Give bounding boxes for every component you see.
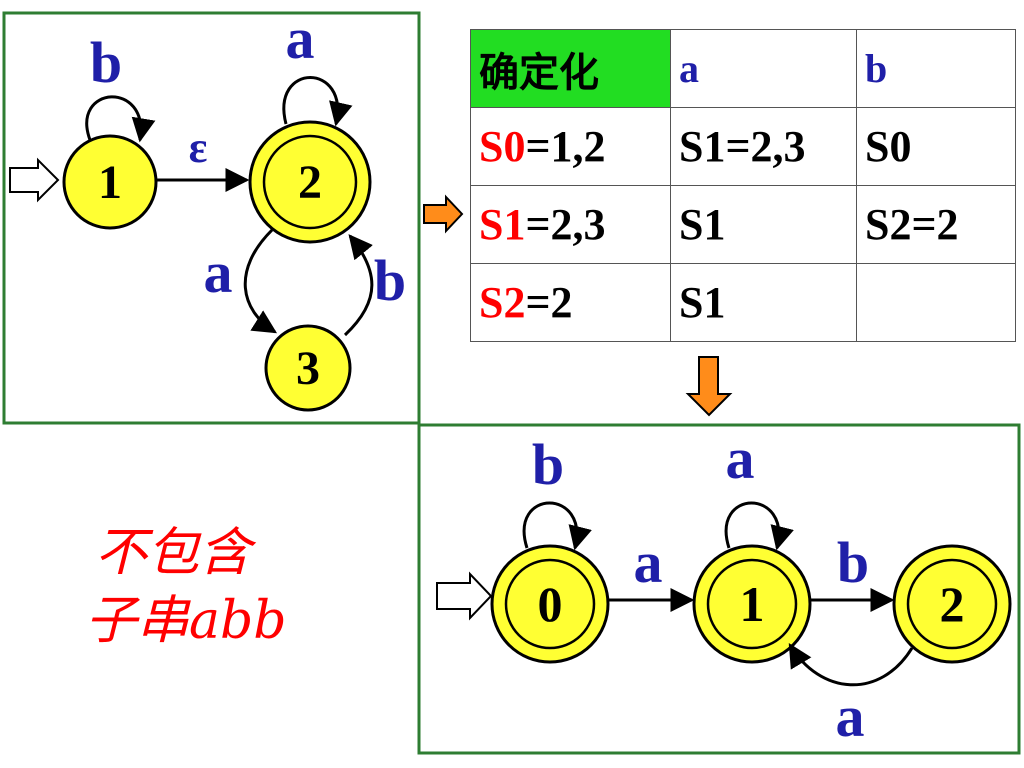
dfa-state-0-label: 0 — [538, 576, 563, 632]
nfa-state-2 — [248, 120, 372, 244]
orange-down-arrow-icon — [685, 356, 733, 417]
nfa-edge-2-to-3-label: a — [204, 240, 233, 305]
nfa-edge-3-to-2 — [343, 234, 374, 337]
dfa-edge-1-to-2-label: b — [837, 530, 869, 595]
table-row: S1=2,3 S1 S2=2 — [470, 185, 1016, 264]
table-row-state: S0=1,2 — [470, 107, 671, 186]
dfa-edge-2-to-1 — [788, 642, 914, 687]
state-set: =2 — [525, 278, 573, 327]
dfa-frame — [417, 423, 1021, 755]
dfa-diagram: 0 1 2 b a a b a — [436, 426, 1012, 749]
nfa-loop-2-edge — [282, 76, 353, 127]
state-name: S2 — [479, 278, 526, 327]
dfa-loop-0-label: b — [532, 432, 564, 497]
dfa-state-0 — [490, 544, 610, 664]
table-header-a: a — [670, 29, 857, 108]
nfa-state-3-label: 3 — [296, 342, 320, 395]
nfa-loop-2-label: a — [286, 6, 315, 71]
subset-construction-table: 确定化 a b S0=1,2 S1=2,3 S0 S1=2,3 S1 S2=2 … — [470, 29, 1016, 342]
table-cell-on-a: S1=2,3 — [670, 107, 857, 186]
nfa-state-1-label: 1 — [98, 156, 122, 209]
dfa-loop-1-label: a — [726, 426, 755, 491]
nfa-state-1 — [62, 134, 158, 230]
dfa-loop-0-edge — [522, 501, 592, 551]
note-line-2: 子串abb — [85, 591, 287, 651]
dfa-state-2-label: 2 — [940, 576, 965, 632]
nfa-state-2-inner-ring — [262, 134, 358, 230]
table-row: S2=2 S1 — [470, 263, 1016, 342]
table-header-row: 确定化 a b — [470, 29, 1016, 108]
dfa-state-1-label: 1 — [740, 576, 765, 632]
table-cell-on-a: S1 — [670, 263, 857, 342]
table-header-corner: 确定化 — [470, 29, 671, 108]
note-line-1: 不包含 — [95, 523, 257, 583]
state-set: =2,3 — [525, 200, 606, 249]
nfa-state-3 — [264, 324, 352, 412]
nfa-edge-3-to-2-label: b — [374, 248, 406, 313]
table-cell-on-b — [856, 263, 1016, 342]
nfa-diagram: 1 2 3 b ε a a b — [9, 6, 406, 412]
table-cell-on-b: S2=2 — [856, 185, 1016, 264]
table-row: S0=1,2 S1=2,3 S0 — [470, 107, 1016, 186]
table-row-state: S2=2 — [470, 263, 671, 342]
nfa-loop-1-label: b — [90, 30, 122, 95]
orange-right-arrow-icon — [423, 194, 464, 234]
table-row-state: S1=2,3 — [470, 185, 671, 264]
dfa-edge-2-to-1-label: a — [836, 684, 865, 749]
nfa-edge-1-to-2-label: ε — [189, 123, 208, 172]
dfa-state-0-inner-ring — [504, 558, 596, 650]
state-set: =1,2 — [525, 122, 606, 171]
dfa-edge-0-to-1-label: a — [634, 530, 663, 595]
nfa-loop-1-edge — [85, 95, 156, 143]
dfa-state-2-inner-ring — [906, 558, 998, 650]
nfa-start-arrow-icon — [9, 157, 60, 203]
table-cell-on-b: S0 — [856, 107, 1016, 186]
table-cell-on-a: S1 — [670, 185, 857, 264]
table-header-b: b — [856, 29, 1016, 108]
dfa-start-arrow-icon — [436, 571, 493, 621]
nfa-edge-2-to-3 — [243, 228, 278, 334]
state-name: S1 — [479, 200, 526, 249]
nfa-state-2-label: 2 — [298, 156, 322, 209]
dfa-loop-1-edge — [724, 501, 794, 551]
state-name: S0 — [479, 122, 526, 171]
nfa-frame — [2, 11, 421, 425]
dfa-state-1-inner-ring — [706, 558, 798, 650]
